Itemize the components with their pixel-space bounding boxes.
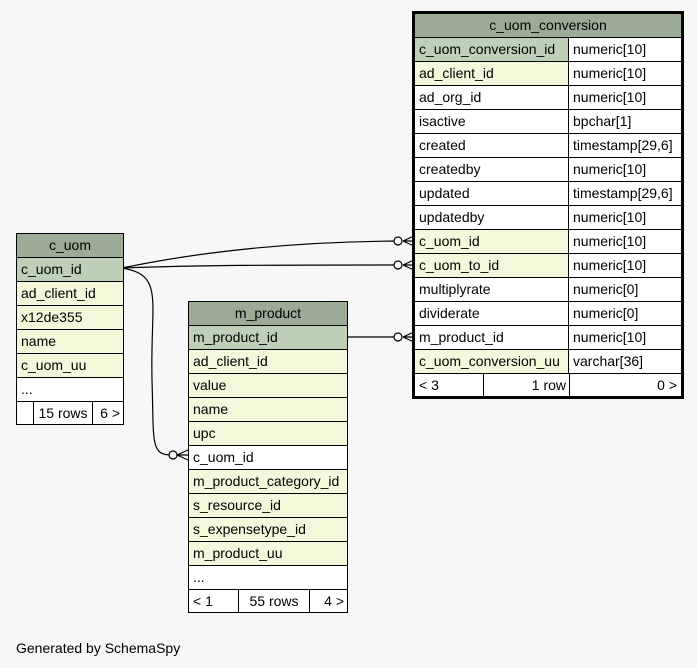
column-type: numeric[10]: [568, 158, 681, 181]
column-name: multiplyrate: [415, 278, 568, 301]
column-type: numeric[10]: [568, 86, 681, 109]
column-name: m_product_uu: [189, 542, 347, 565]
column-type: numeric[10]: [568, 206, 681, 229]
column-name: name: [189, 398, 347, 421]
column-name: x12de355: [17, 306, 123, 329]
column-name: m_product_id: [189, 326, 347, 349]
column-name: updated: [415, 182, 568, 205]
column-row[interactable]: ad_client_id: [17, 282, 123, 306]
column-type: timestamp[29,6]: [568, 134, 681, 157]
column-name: s_resource_id: [189, 494, 347, 517]
footer-rows: 15 rows: [34, 402, 93, 424]
column-row[interactable]: ad_client_id: [189, 350, 347, 374]
column-name: ...: [17, 378, 123, 401]
column-name: m_product_id: [415, 326, 568, 349]
column-name: c_uom_to_id: [415, 254, 568, 277]
column-name: ...: [189, 566, 347, 589]
column-type: numeric[0]: [568, 302, 681, 325]
column-name: c_uom_id: [17, 258, 123, 281]
table-title[interactable]: c_uom: [17, 234, 123, 258]
column-name: created: [415, 134, 568, 157]
column-row[interactable]: ...: [189, 566, 347, 590]
column-name: s_expensetype_id: [189, 518, 347, 541]
column-name: c_uom_conversion_id: [415, 38, 568, 61]
footer-prev[interactable]: < 3: [415, 374, 484, 396]
column-row[interactable]: s_expensetype_id: [189, 518, 347, 542]
column-row[interactable]: m_product_category_id: [189, 470, 347, 494]
column-type: numeric[10]: [568, 326, 681, 349]
column-row[interactable]: s_resource_id: [189, 494, 347, 518]
table-footer: < 3 1 row 0 >: [415, 374, 681, 396]
footer-prev[interactable]: [17, 402, 34, 424]
column-type: numeric[0]: [568, 278, 681, 301]
table-footer: 15 rows 6 >: [17, 402, 123, 424]
footer-rows: 1 row: [484, 374, 570, 396]
footer-next[interactable]: 6 >: [100, 405, 120, 421]
column-name: m_product_category_id: [189, 470, 347, 493]
column-row[interactable]: name: [17, 330, 123, 354]
column-row[interactable]: name: [189, 398, 347, 422]
column-name: c_uom_id: [415, 230, 568, 253]
column-row[interactable]: m_product_id: [189, 326, 347, 350]
column-type: numeric[10]: [568, 254, 681, 277]
footer-next[interactable]: 0 >: [657, 377, 677, 393]
table-footer: < 1 55 rows 4 >: [189, 590, 347, 612]
column-row[interactable]: c_uom_uu: [17, 354, 123, 378]
column-type: varchar[36]: [568, 350, 681, 373]
column-row[interactable]: ...: [17, 378, 123, 402]
generated-by-label: Generated by SchemaSpy: [16, 640, 181, 656]
column-name: ad_client_id: [189, 350, 347, 373]
column-name: ad_client_id: [415, 62, 568, 85]
column-name: c_uom_conversion_uu: [415, 350, 568, 373]
column-row[interactable]: c_uom_id: [189, 446, 347, 470]
column-name: name: [17, 330, 123, 353]
column-type: timestamp[29,6]: [568, 182, 681, 205]
column-name: createdby: [415, 158, 568, 181]
column-type: numeric[10]: [568, 38, 681, 61]
column-type: bpchar[1]: [568, 110, 681, 133]
column-row[interactable]: value: [189, 374, 347, 398]
column-name: ad_org_id: [415, 86, 568, 109]
column-name: dividerate: [415, 302, 568, 325]
table-title[interactable]: m_product: [189, 302, 347, 326]
column-row[interactable]: c_uom_id: [17, 258, 123, 282]
column-row[interactable]: m_product_uu: [189, 542, 347, 566]
column-row[interactable]: x12de355: [17, 306, 123, 330]
column-name: c_uom_uu: [17, 354, 123, 377]
footer-next[interactable]: 4 >: [324, 593, 344, 609]
column-name: value: [189, 374, 347, 397]
column-name: c_uom_id: [189, 446, 347, 469]
footer-rows: 55 rows: [239, 590, 310, 612]
column-name: isactive: [415, 110, 568, 133]
column-name: upc: [189, 422, 347, 445]
column-type: numeric[10]: [568, 62, 681, 85]
footer-prev[interactable]: < 1: [189, 590, 239, 612]
column-name: ad_client_id: [17, 282, 123, 305]
column-row[interactable]: upc: [189, 422, 347, 446]
column-name: updatedby: [415, 206, 568, 229]
column-type: numeric[10]: [568, 230, 681, 253]
table-title[interactable]: c_uom_conversion: [415, 14, 681, 38]
